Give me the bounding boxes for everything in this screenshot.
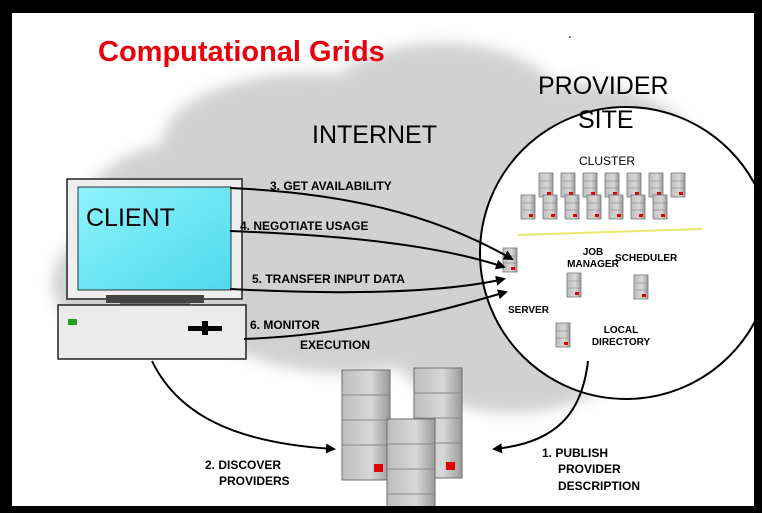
arrow-transfer-input (229, 275, 506, 294)
server-icon (502, 247, 518, 273)
cluster-label: CLUSTER (579, 154, 636, 168)
local-directory-label: LOCAL DIRECTORY (586, 325, 656, 349)
arrow-get-availability (229, 187, 514, 260)
job-manager-label: JOB MANAGER (558, 247, 628, 271)
step-publish-line3: DESCRIPTION (558, 479, 641, 493)
internet-label: INTERNET (312, 121, 437, 149)
arrow-monitor (243, 289, 508, 340)
job-manager-icon (566, 272, 582, 298)
arrows (151, 187, 589, 454)
local-directory-label-line2: DIRECTORY (591, 337, 651, 348)
arrow-discover (151, 360, 336, 454)
server-label: SERVER (508, 305, 549, 316)
scheduler-label: SCHEDULER (615, 253, 678, 264)
slide: Computational Grids . INTERNET PROVIDER … (12, 13, 754, 506)
step-discover-line1: 2. DISCOVER (205, 458, 282, 472)
cluster-servers (516, 172, 703, 236)
local-directory-label-line1: LOCAL (603, 325, 639, 336)
step-monitor-line2: EXECUTION (300, 338, 371, 352)
step-monitor-line1: 6. MONITOR (250, 318, 320, 332)
step-get-availability: 3. GET AVAILABILITY (270, 179, 392, 193)
step-publish-line2: PROVIDER (558, 462, 621, 476)
provider-site-label-line1: PROVIDER (538, 72, 669, 100)
client-computer (57, 178, 247, 360)
step-negotiate-usage: 4. NEGOTIATE USAGE (240, 219, 369, 233)
client-label: CLIENT (86, 204, 175, 232)
stray-mark: . (568, 25, 572, 41)
diagram-canvas (52, 43, 754, 506)
job-manager-label-line1: JOB (582, 247, 604, 258)
arrow-publish (492, 360, 589, 454)
scheduler-icon (633, 274, 649, 300)
page-title: Computational Grids (98, 36, 385, 68)
job-manager-label-line2: MANAGER (567, 259, 619, 270)
step-publish-line1: 1. PUBLISH (542, 446, 609, 460)
provider-site-label-line2: SITE (578, 106, 634, 134)
step-discover-line2: PROVIDERS (219, 474, 290, 488)
step-transfer-input: 5. TRANSFER INPUT DATA (252, 272, 405, 286)
arrow-negotiate-usage (229, 230, 506, 270)
provider-servers (341, 367, 463, 506)
local-directory-icon (555, 322, 571, 348)
